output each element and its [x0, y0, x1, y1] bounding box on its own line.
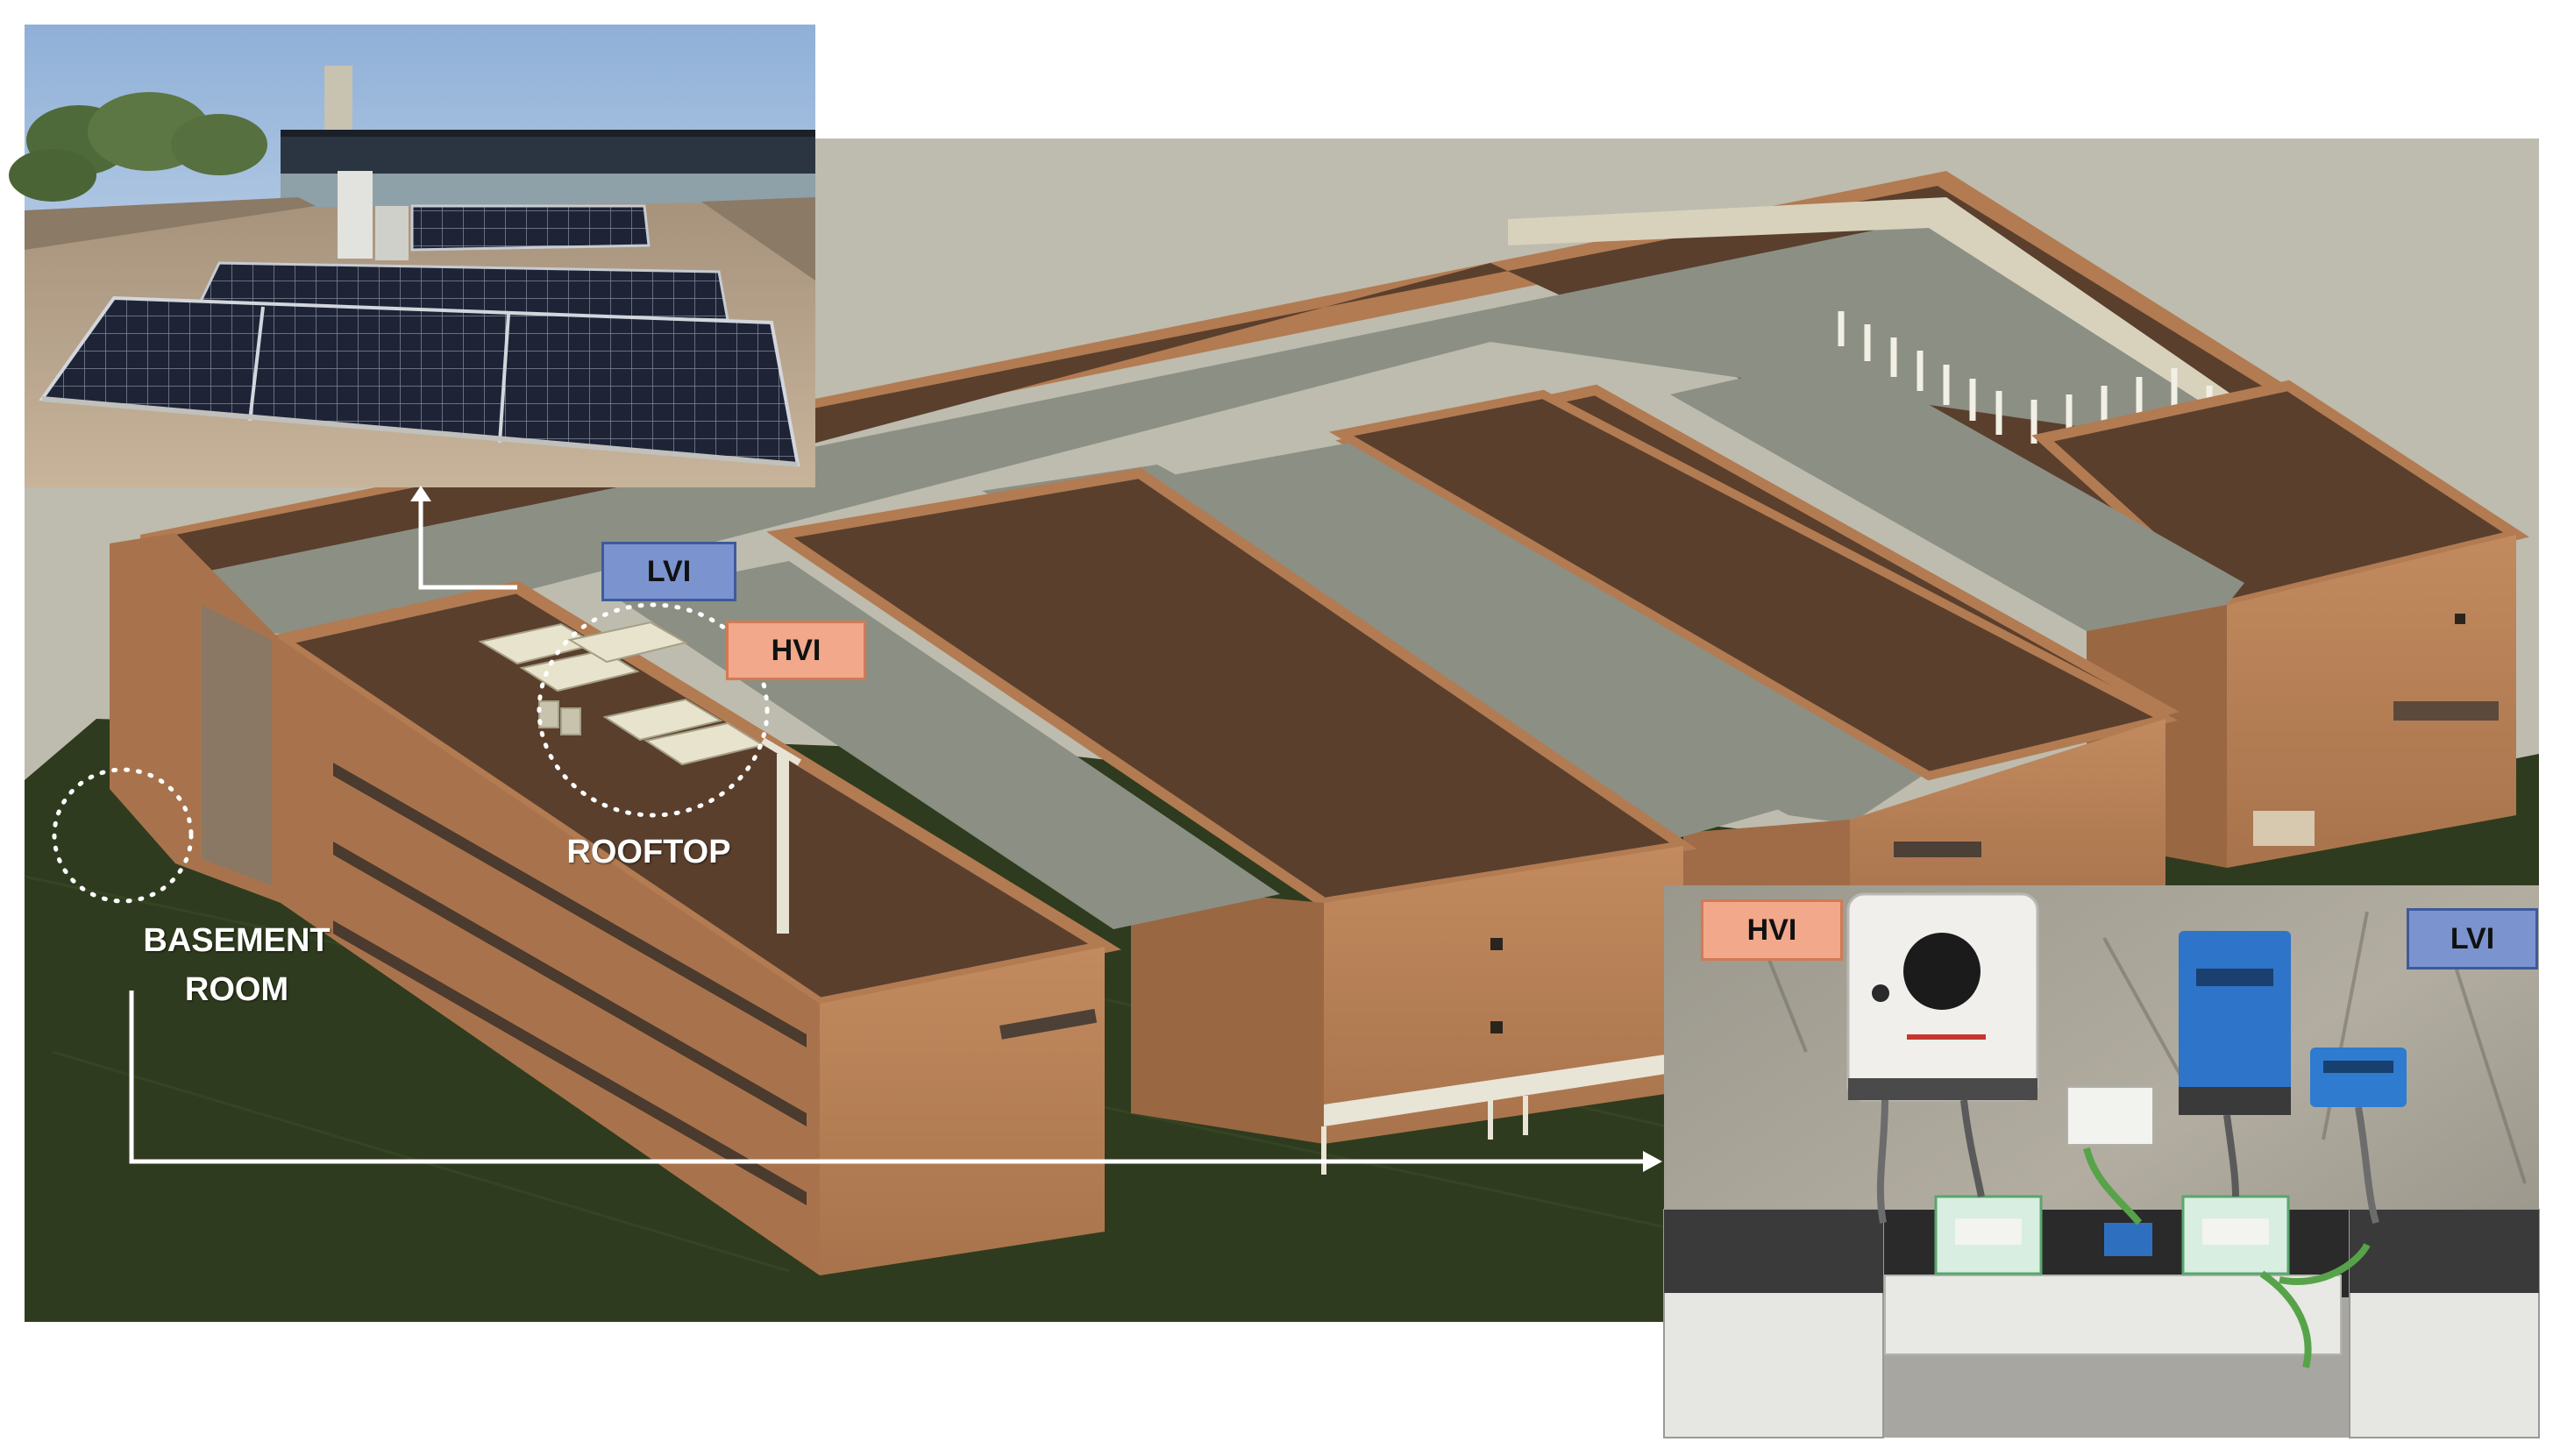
render-pv-arrays [478, 621, 765, 766]
rooftop-arrow [418, 498, 517, 590]
rooftop-highlight-circle [537, 602, 770, 818]
basement-arrow [129, 991, 1646, 1164]
hvi-label-basement: HVI [1701, 899, 1843, 961]
roof-strip-grey-2 [1157, 443, 1929, 824]
right-block-front [2227, 535, 2516, 868]
left-block-front [820, 947, 1105, 1275]
basement-room-label: BASEMENT ROOM [132, 916, 342, 1014]
basement-photo-inset [1663, 885, 2540, 1438]
roof-strip-grey-3 [1670, 355, 2244, 631]
lv-charge-controller [2310, 1048, 2407, 1107]
basement-label-line1: BASEMENT [143, 922, 331, 959]
lvi-label-rooftop: LVI [601, 542, 736, 601]
rooftop-arrowhead [410, 486, 431, 501]
basement-arrowhead [1643, 1151, 1662, 1172]
rear-roof-grey-strip [171, 219, 2253, 636]
basement-highlight-circle [52, 767, 194, 904]
rooftop-label: ROOFTOP [566, 834, 731, 870]
pv-row-back [410, 204, 651, 252]
lvi-label-basement: LVI [2407, 908, 2538, 969]
basement-label-line2: ROOM [184, 971, 289, 1008]
hvi-label-rooftop: HVI [726, 621, 866, 680]
left-block-side [281, 640, 820, 1275]
rooftop-photo-inset [9, 25, 815, 487]
